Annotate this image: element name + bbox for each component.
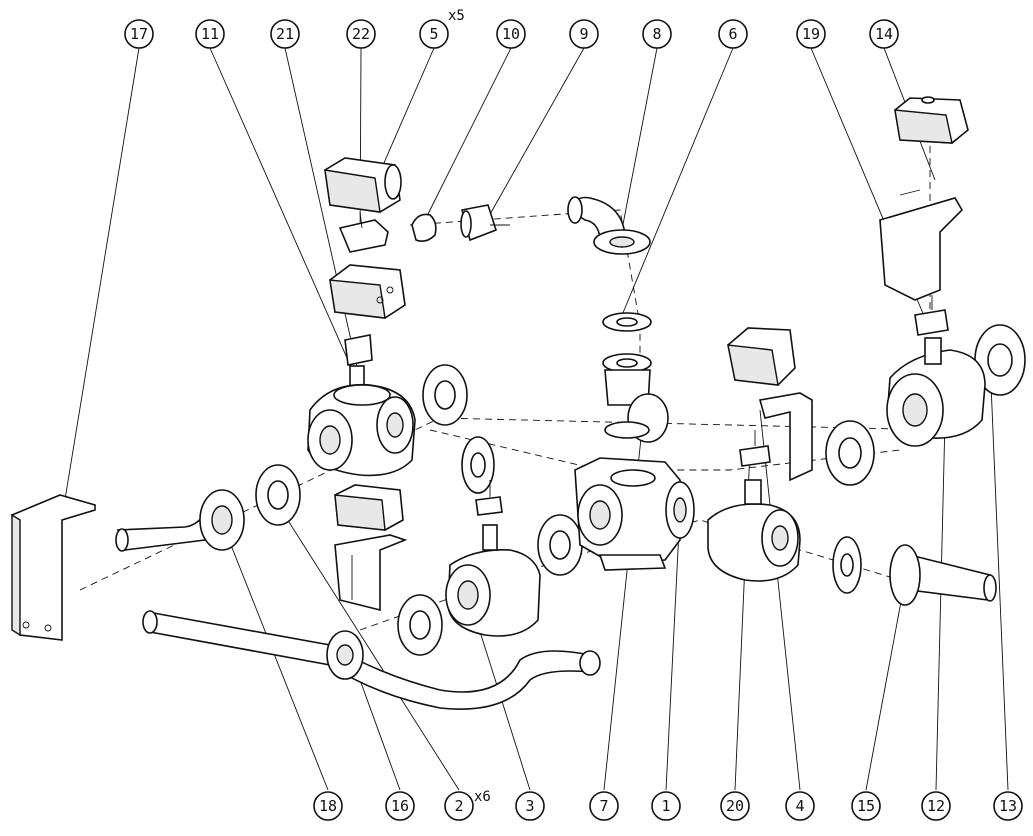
- svg-text:20: 20: [726, 797, 744, 815]
- gasket-flanges: [255, 324, 1026, 656]
- multiplier-part-5: x5: [448, 8, 465, 24]
- callout-10: 10: [496, 19, 526, 49]
- callout-20: 20: [720, 791, 750, 821]
- callout-3: 3: [515, 791, 545, 821]
- svg-text:10: 10: [502, 25, 520, 43]
- callout-12: 12: [921, 791, 951, 821]
- svg-text:15: 15: [857, 797, 875, 815]
- svg-text:19: 19: [802, 25, 820, 43]
- actuator-lower-left: [334, 484, 404, 531]
- three-way-valve-body-left: [307, 383, 416, 477]
- callouts-top-row: 17 11 21 22 5 10 9 8 6 19 14 x5: [124, 8, 899, 49]
- mounting-bracket-upper: [338, 211, 389, 253]
- valve-body-right-middle: [707, 479, 801, 582]
- stem-coupling-top-right: [914, 295, 949, 336]
- bracket-lower-left: [334, 534, 408, 612]
- callout-15: 15: [851, 791, 881, 821]
- svg-text:6: 6: [728, 25, 737, 43]
- callout-6: 6: [718, 19, 748, 49]
- callout-7: 7: [589, 791, 619, 821]
- bracket-right-middle: [758, 392, 813, 482]
- callout-9: 9: [569, 19, 599, 49]
- svg-text:11: 11: [201, 25, 219, 43]
- elbow-with-flange: [567, 196, 651, 255]
- svg-text:14: 14: [875, 25, 893, 43]
- callout-5: 5: [419, 19, 449, 49]
- callout-19: 19: [796, 19, 826, 49]
- svg-text:12: 12: [927, 797, 945, 815]
- gasket-stack-center: [602, 312, 669, 443]
- callout-14: 14: [869, 19, 899, 49]
- callout-11: 11: [195, 19, 225, 49]
- actuator-right-middle: [727, 327, 796, 386]
- callout-17: 17: [124, 19, 154, 49]
- callout-1: 1: [651, 791, 681, 821]
- coupling-part-10: [411, 213, 437, 242]
- valve-body-small: [445, 480, 541, 637]
- svg-text:8: 8: [652, 25, 661, 43]
- actuator-right-top: [894, 96, 969, 144]
- svg-text:17: 17: [130, 25, 148, 43]
- bracket-right-top: [879, 189, 964, 301]
- callout-13: 13: [993, 791, 1023, 821]
- svg-text:1: 1: [661, 797, 670, 815]
- coupling-part-9: [460, 204, 510, 242]
- stem-coupling-right: [739, 430, 771, 467]
- actuator-upper-left: [324, 157, 402, 213]
- callout-22: 22: [346, 19, 376, 49]
- threaded-pipe-right: [889, 544, 997, 606]
- svg-text:2: 2: [454, 797, 463, 815]
- valve-body-right-top: [886, 337, 986, 447]
- callout-21: 21: [270, 19, 300, 49]
- svg-text:3: 3: [525, 797, 534, 815]
- svg-text:18: 18: [319, 797, 337, 815]
- callout-16: 16: [385, 791, 415, 821]
- callout-2: 2: [444, 791, 474, 821]
- callout-18: 18: [313, 791, 343, 821]
- svg-text:21: 21: [276, 25, 294, 43]
- leader-lines: [59, 47, 1009, 791]
- callout-4: 4: [785, 791, 815, 821]
- svg-text:13: 13: [999, 797, 1017, 815]
- svg-text:7: 7: [599, 797, 608, 815]
- svg-text:22: 22: [352, 25, 370, 43]
- bracket-left: [11, 494, 96, 641]
- actuator-mid-left: [329, 264, 406, 319]
- svg-text:4: 4: [795, 797, 804, 815]
- svg-text:16: 16: [391, 797, 409, 815]
- four-way-valve-body-center: [574, 457, 695, 571]
- callout-8: 8: [642, 19, 672, 49]
- bent-pipe-with-flange: [115, 489, 245, 552]
- callouts-bottom-row: 18 16 2 3 7 1 20 4 15 12 13 x6: [313, 789, 1023, 821]
- svg-text:9: 9: [579, 25, 588, 43]
- svg-text:5: 5: [429, 25, 438, 43]
- stem-coupling-left: [344, 334, 373, 389]
- multiplier-part-2: x6: [474, 789, 491, 805]
- long-pipe: [142, 610, 601, 710]
